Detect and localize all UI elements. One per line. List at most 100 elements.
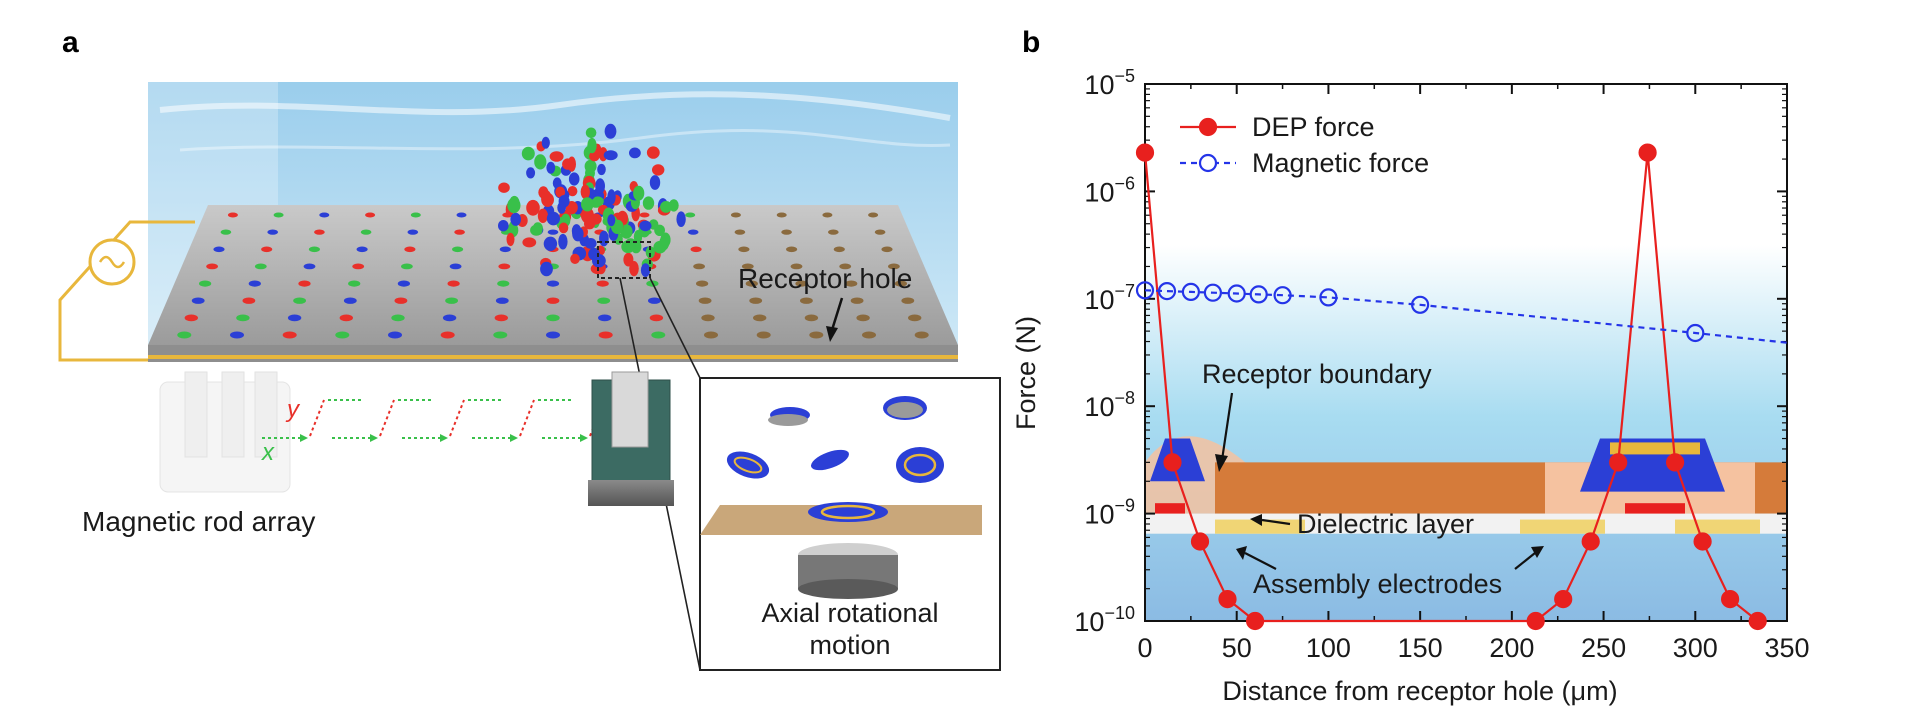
receptor-dot (401, 263, 413, 270)
receptor-dot (191, 297, 205, 304)
data-point (1554, 589, 1573, 609)
microdisk-particle (543, 236, 558, 251)
receptor-dot (248, 280, 261, 287)
receptor-dot (494, 314, 508, 322)
receptor-dot (335, 331, 350, 339)
plate-edge (148, 345, 958, 362)
data-point (1135, 281, 1155, 300)
microdisk-particle (549, 151, 564, 162)
receptor-dot (499, 246, 511, 253)
receptor-dot (756, 331, 771, 339)
data-point (1319, 288, 1338, 307)
magnetic-rod-array-illustration (159, 371, 291, 493)
receptor-dot (254, 263, 267, 270)
receptor-dot (282, 331, 297, 339)
microdisk-particle (498, 220, 509, 232)
receptor-dot (242, 297, 256, 304)
microdisk-particle (587, 137, 597, 154)
receptor-dot (452, 246, 464, 253)
receptor-dot (874, 229, 886, 235)
receptor-dot (343, 297, 357, 304)
disk-ring-right (1610, 442, 1700, 455)
microdisk-particle (584, 238, 597, 249)
chart-series (1135, 143, 1788, 631)
microdisk-particle (652, 164, 665, 176)
receptor-dot (804, 314, 819, 322)
receptor-dot (881, 246, 893, 253)
x-axis-label: Distance from receptor hole (μm) (1222, 676, 1617, 706)
y-step-arrow (449, 399, 465, 437)
y-tick-label: 10−10 (1074, 603, 1135, 637)
receptor-dot (493, 331, 508, 339)
y-tick-label: 10−8 (1084, 388, 1135, 422)
annotation-arrow (1514, 552, 1536, 570)
data-point (1190, 532, 1210, 551)
receptor-dot (206, 263, 219, 270)
microdisk-particle (498, 182, 510, 193)
microdisk-particle (558, 233, 568, 250)
zoom-line-top (649, 277, 701, 379)
receptor-dot (833, 246, 845, 253)
microdisk-particle (603, 150, 618, 161)
inset-caption-line1: Axial rotational (761, 598, 938, 628)
microdisk-particle (676, 211, 686, 227)
microdisk-particle (537, 208, 549, 223)
receptor-dot (442, 314, 457, 322)
x-tick-label: 100 (1306, 633, 1351, 663)
annotation-arrowhead (1236, 546, 1247, 560)
receptor-dot (822, 212, 833, 218)
microdisk-particle (562, 158, 574, 170)
inset-disk-ring (820, 504, 876, 520)
receptor-dot (220, 229, 232, 235)
receptor-dot (456, 212, 467, 218)
xy-motion-path (262, 399, 642, 442)
y-tick-label: 10−5 (1084, 66, 1135, 100)
data-point (1693, 532, 1712, 551)
microdisk-particle (629, 147, 641, 159)
receptor-dot (410, 212, 421, 218)
receptor-dot (704, 331, 718, 339)
data-point (1665, 453, 1685, 472)
receptor-dot (287, 314, 302, 322)
data-point (1581, 532, 1600, 551)
receptor-dot (267, 229, 279, 235)
receptor-hole-label: Receptor hole (738, 263, 912, 294)
receptor-dot (546, 331, 560, 339)
microdisk-particle (595, 178, 605, 194)
receptor-dot (293, 297, 306, 304)
x-tick-label: 200 (1489, 633, 1534, 663)
receptor-dot (445, 297, 458, 304)
annotation-arrow (1244, 552, 1277, 570)
ac-source-wave (98, 255, 126, 269)
axis-x-label: x (261, 439, 275, 466)
microdisk-particle (584, 159, 597, 173)
receptor-dot (651, 331, 666, 339)
data-point (1720, 589, 1740, 609)
receptor-dot (856, 314, 870, 322)
microdisk-particle (621, 240, 635, 254)
microdisk-particle (541, 136, 550, 149)
receptor-dot (696, 280, 709, 287)
receptor-dot (407, 229, 419, 235)
receptor-dot (495, 297, 509, 304)
receptor-dot (230, 331, 244, 339)
receptor-dot (199, 280, 212, 287)
receptor-dot (738, 246, 750, 253)
y-tick-label: 10−6 (1084, 173, 1135, 207)
receptor-dot (690, 246, 702, 253)
annotation-assembly-electrodes: Assembly electrodes (1253, 569, 1502, 599)
microdisk-particle (558, 222, 569, 234)
receptor-dot (298, 280, 311, 287)
receptor-dot (685, 212, 696, 218)
data-point (1203, 283, 1223, 302)
receptor-dot (388, 331, 402, 339)
receptor-dot (397, 280, 410, 287)
legend-marker (1198, 153, 1218, 173)
microdisk-particle (642, 196, 655, 210)
water-wave-2 (179, 129, 951, 152)
microdisk-particle (581, 197, 594, 212)
